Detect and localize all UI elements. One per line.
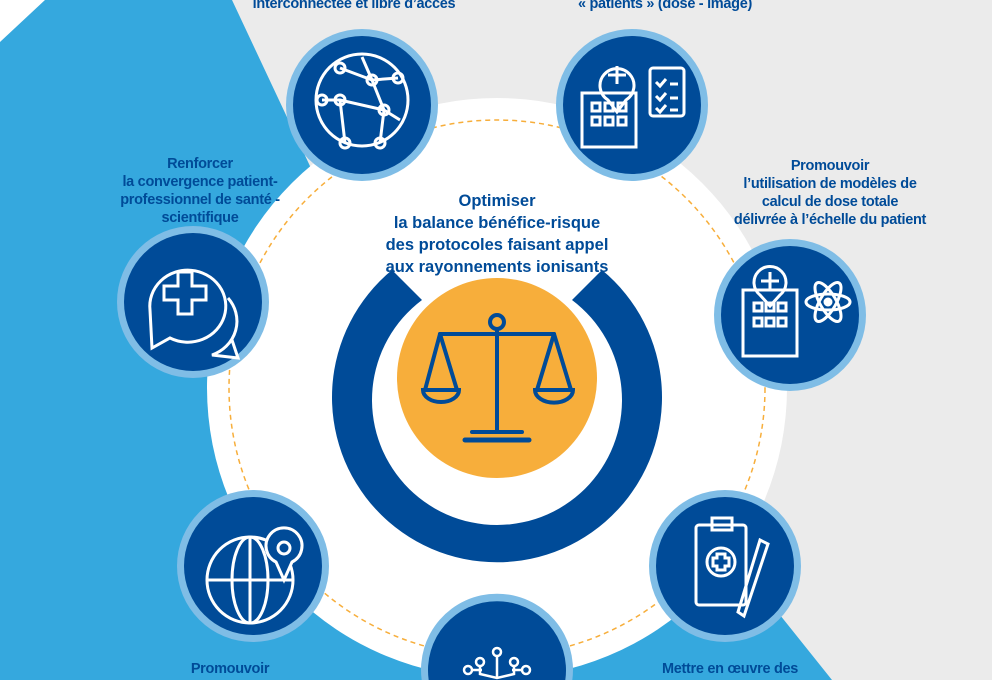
center-title-line: Optimiser [458, 192, 536, 210]
hospital-atom-icon [741, 265, 852, 358]
balance-scale-icon [420, 313, 576, 443]
circuit-network-icon [462, 646, 532, 680]
center-title-line: des protocoles faisant appel [385, 236, 609, 254]
objective-label-patient-data: « patients » (dose - image) [540, 0, 790, 13]
objective-circle-globe-location [177, 490, 329, 642]
objective-circle-network-globe [286, 29, 438, 181]
label-line: Renforcer [167, 156, 233, 172]
label-line: délivrée à l’échelle du patient [733, 212, 927, 228]
dashed-orbit [228, 119, 766, 657]
objective-circle-clipboard-pen [649, 490, 801, 642]
objective-circle-circuit-network [420, 593, 574, 680]
center-title-line: la balance bénéfice-risque [393, 214, 601, 232]
label-line: « patients » (dose - image) [578, 0, 752, 12]
label-line: l’utilisation de modèles de [743, 176, 917, 192]
network-globe-icon [314, 52, 410, 150]
label-line: scientifique [161, 210, 239, 226]
objective-circle-hospital-clipboard [556, 29, 708, 181]
center-title: Optimiser la balance bénéfice-risque des… [340, 190, 654, 278]
center-title-line: aux rayonnements ionisants [385, 258, 609, 276]
label-line: Promouvoir [790, 158, 870, 174]
objective-label-convergence: Renforcer la convergence patient- profes… [80, 155, 320, 227]
objective-label-implement: Mettre en œuvre des [630, 660, 830, 678]
hospital-clipboard-icon [580, 66, 686, 149]
label-line: Mettre en œuvre des [661, 661, 799, 677]
objective-label-promote: Promouvoir [150, 660, 310, 678]
objective-circle-hospital-atom [714, 239, 866, 391]
label-line: professionnel de santé - [120, 192, 280, 208]
medical-clipboard-pen-icon [694, 516, 770, 619]
ring-arc [331, 270, 662, 563]
objective-label-dose-models: Promouvoir l’utilisation de modèles de c… [700, 157, 960, 229]
medical-chat-icon [148, 268, 241, 360]
objective-circle-medical-chat [117, 226, 269, 378]
globe-location-gear-icon [205, 526, 304, 625]
label-line: interconnectée et libre d’accès [252, 0, 456, 12]
label-line: Promouvoir [190, 661, 270, 677]
label-line: la convergence patient- [122, 174, 278, 190]
objective-label-open-data: interconnectée et libre d’accès [224, 0, 484, 13]
label-line: calcul de dose totale [761, 194, 899, 210]
